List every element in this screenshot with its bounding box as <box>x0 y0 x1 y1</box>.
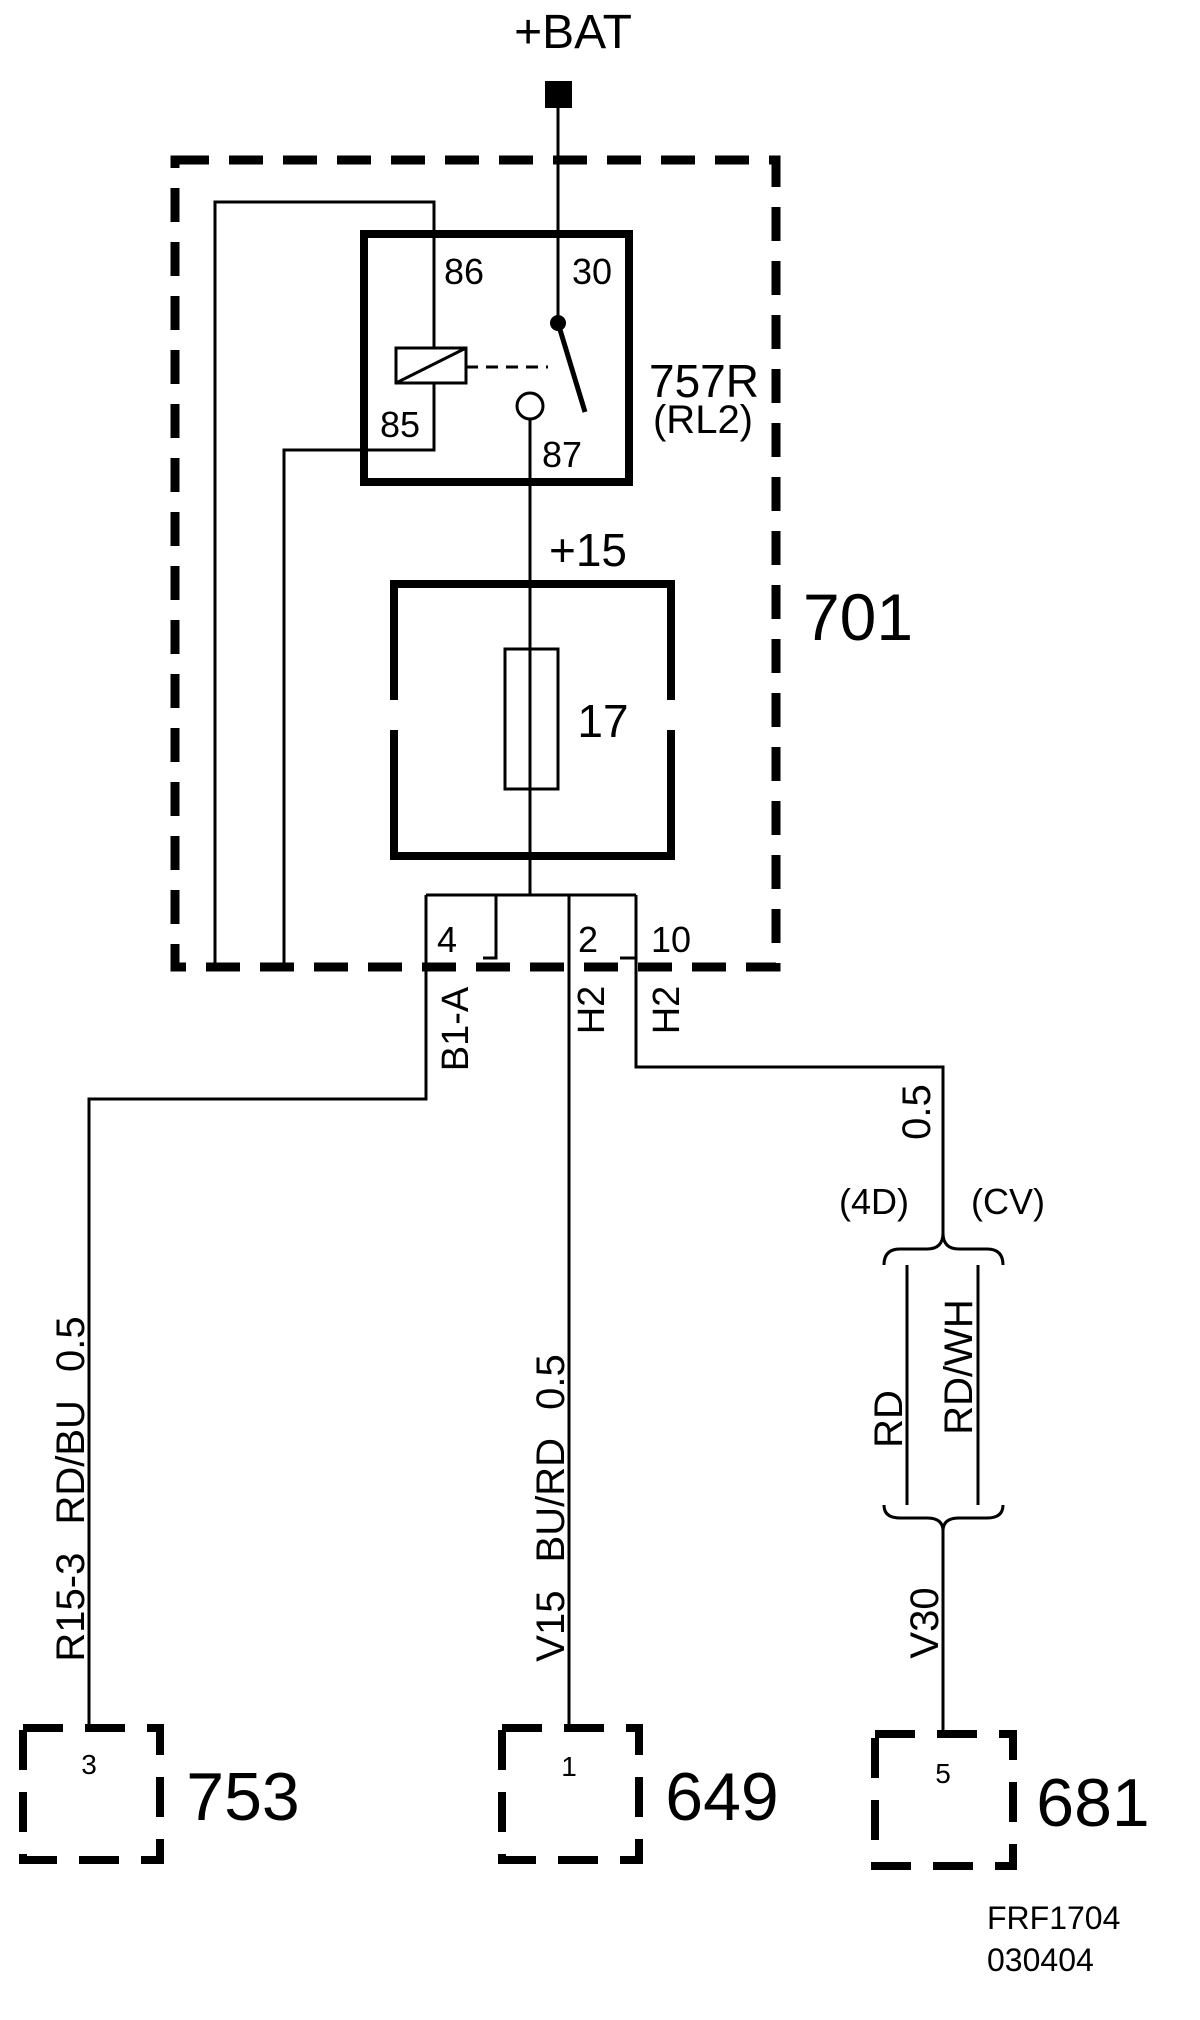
fuse-box-enclosure <box>170 155 781 972</box>
relay-body <box>360 230 633 486</box>
wire-681-variant-right: (CV) <box>971 1181 1045 1222</box>
wire-649-connector: H2 <box>571 986 613 1035</box>
variant-brace-top <box>882 1232 1005 1266</box>
wire-681-size: 0.5 <box>895 1084 939 1140</box>
fuse-holder <box>390 580 675 860</box>
component-649-connector <box>498 1724 643 1864</box>
wire-681-color-right: RD/WH <box>937 1299 981 1435</box>
wire-681-color-left: RD <box>867 1390 911 1448</box>
wire-to-753 <box>87 895 428 1728</box>
component-681-pin: 5 <box>935 1758 951 1789</box>
connector-stub-left <box>483 895 498 960</box>
relay-open-contact <box>515 391 545 421</box>
wire-681-variant-left: (4D) <box>839 1181 909 1222</box>
relay-switch-arm <box>555 322 588 413</box>
wire-coil-86 <box>213 200 436 967</box>
component-753-connector <box>19 1724 164 1864</box>
connector-pin-4: 4 <box>437 919 457 960</box>
fuse-box-id: 701 <box>803 580 913 654</box>
component-681-connector <box>871 1730 1017 1870</box>
wire-649-label: V15 BU/RD 0.5 <box>529 1354 573 1661</box>
wire-coil-85 <box>282 383 436 967</box>
variant-brace-bottom <box>882 1504 1005 1532</box>
component-753-pin: 3 <box>81 1749 97 1780</box>
wire-681-connector: H2 <box>646 986 688 1035</box>
component-681-id: 681 <box>1036 1765 1149 1841</box>
connector-pin-10: 10 <box>651 919 691 960</box>
wire-681-code: V30 <box>903 1587 947 1658</box>
relay-id: 757R <box>649 355 759 407</box>
footer-code: 030404 <box>987 1942 1094 1978</box>
relay-pin-30: 30 <box>572 251 612 292</box>
relay-pin-86: 86 <box>444 251 484 292</box>
relay-pin-87: 87 <box>542 434 582 475</box>
relay-pin-85: 85 <box>380 404 420 445</box>
wire-753-connector: B1-A <box>435 986 477 1071</box>
component-649-id: 649 <box>665 1759 778 1835</box>
component-649-pin: 1 <box>561 1751 577 1782</box>
component-753-id: 753 <box>186 1759 299 1835</box>
wire-to-681-upper <box>634 895 945 1233</box>
relay-coil-diagonal <box>395 346 467 385</box>
footer-ref: FRF1704 <box>987 1900 1120 1936</box>
wire-753-label: R15-3 RD/BU 0.5 <box>49 1316 93 1661</box>
relay-position: (RL2) <box>653 398 753 442</box>
battery-terminal <box>545 81 572 108</box>
fuse-number: 17 <box>577 695 628 747</box>
connector-pin-2: 2 <box>578 919 598 960</box>
feed-label: +15 <box>549 524 627 576</box>
supply-label: +BAT <box>514 6 632 59</box>
